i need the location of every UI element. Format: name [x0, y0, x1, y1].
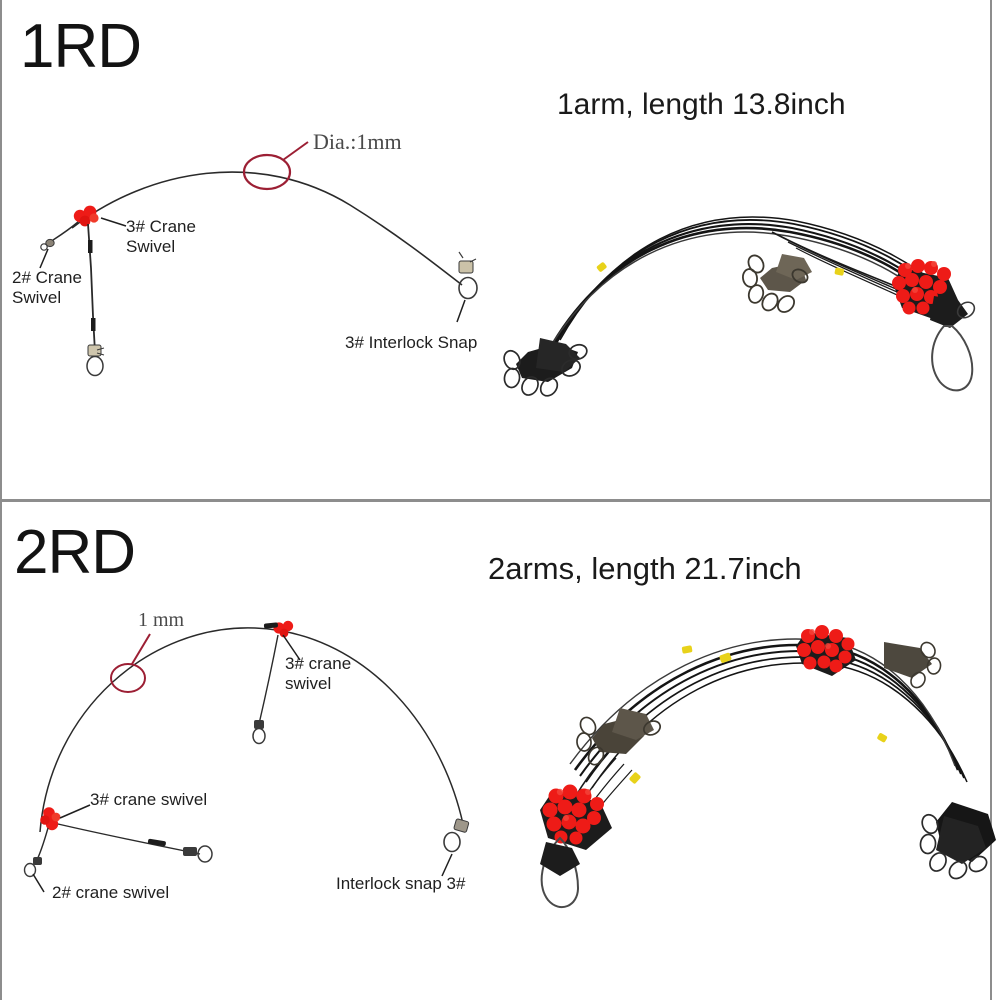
diagram-1rd [39, 141, 478, 377]
diameter-label-2rd: 1 mm [138, 609, 185, 631]
mainline-wire [71, 171, 463, 286]
dropper-sleeve-upper [88, 240, 93, 253]
callout-line: 2# Crane [12, 268, 82, 287]
leader-interlock-snap-2rd [441, 853, 453, 877]
sleeve-yellow-top-2rd [719, 652, 732, 663]
panel-code-2rd: 2RD [14, 518, 136, 587]
dropper-lower-swivel-icon [183, 845, 213, 863]
photo-snap-cluster-left [503, 338, 588, 397]
photo-heading-1rd: 1arm, length 13.8inch [557, 88, 846, 121]
photo-bead-cluster-lower-left-2rd [540, 784, 612, 850]
leader-3-crane-lower [59, 804, 91, 819]
callout-interlock-snap-1rd: 3# Interlock Snap [345, 333, 477, 353]
panel-code-1rd: 1RD [20, 12, 142, 81]
bead-cluster-red [73, 205, 99, 227]
callout-line: Swivel [126, 236, 176, 256]
callout-3-crane-swivel-upper-2rd: 3# crane swivel [285, 654, 351, 693]
product-photo-2rd [540, 625, 996, 909]
swivel-2-crane-icon [40, 238, 55, 251]
diameter-label-1rd: Dia.:1mm [313, 129, 402, 154]
sleeve-yellow-left [596, 262, 607, 272]
diagram-2rd [23, 620, 470, 893]
dropper-sleeve-lower [91, 318, 96, 331]
leader-2-crane [39, 248, 49, 269]
panel-divider [0, 499, 992, 502]
photo-bead-cluster-upper-right-2rd [796, 625, 856, 676]
dropper-upper-wire [258, 634, 279, 725]
photo-wire-bundle-1rd [544, 216, 945, 357]
sleeve-yellow-right-2rd [877, 733, 888, 743]
photo-swivel-cluster-left-2rd [576, 708, 662, 766]
leader-2-crane-2rd [32, 873, 45, 893]
dropper-lower-sleeve [147, 838, 166, 847]
photo-heading-2rd: 2arms, length 21.7inch [488, 551, 802, 586]
sleeve-yellow-right [834, 267, 845, 276]
photo-interlock-snap-right-1rd [930, 296, 976, 392]
callout-3-crane-swivel-1rd: 3# Crane Swivel [126, 217, 196, 256]
diameter-annotation-circle [242, 153, 292, 191]
swivel-2-crane-icon-2rd [23, 857, 42, 878]
dropper-snap-icon [86, 344, 105, 377]
callout-line: 3# Crane [126, 217, 196, 236]
callout-2-crane-swivel-1rd: 2# Crane Swivel [12, 268, 82, 307]
leader-3-crane [100, 217, 127, 227]
sleeve-upper-dark [263, 622, 278, 629]
diameter-annotation-circle-2rd [110, 663, 146, 693]
interlock-snap-icon-2rd [443, 818, 470, 853]
photo-swivel-cluster-middle [742, 254, 812, 313]
callout-line: 3# Interlock Snap [345, 333, 478, 352]
callout-line: 3# crane [285, 654, 352, 673]
callout-line: swivel [285, 673, 332, 693]
callout-line: 2# crane swivel [52, 883, 170, 902]
sleeve-yellow-mid-2rd [629, 772, 641, 784]
bead-cluster-red-lower [40, 807, 61, 831]
panel-2rd: 2RD 2arms, length 21.7inch [0, 502, 1000, 1000]
callout-2-crane-swivel-2rd: 2# crane swivel [52, 883, 169, 903]
callout-line: Interlock snap 3# [336, 874, 466, 893]
leader-3-crane-upper [282, 634, 301, 661]
callout-3-crane-swivel-lower-2rd: 3# crane swivel [90, 790, 207, 810]
mainline-wire-2rd [39, 627, 464, 833]
callout-line: 3# crane swivel [90, 790, 208, 809]
diameter-leader-line-2rd [131, 633, 151, 665]
photo-snap-cluster-bottom-right-2rd [919, 802, 996, 880]
callout-line: Swivel [12, 287, 62, 307]
interlock-snap-icon [458, 251, 478, 300]
callout-interlock-snap-2rd: Interlock snap 3# [336, 874, 465, 894]
diameter-leader-line [282, 141, 309, 161]
dropper-upper-swivel-icon [252, 720, 266, 745]
leader-interlock-snap [456, 299, 466, 323]
photo-interlock-snap-bottom-left-2rd [540, 836, 580, 909]
sleeve-yellow-upperleft-2rd [681, 645, 693, 654]
product-photo-1rd [503, 216, 976, 397]
panel-1rd: 1RD 1arm, length 13.8inch [12, 12, 976, 397]
photo-snap-group-upper-right-2rd [884, 641, 942, 689]
